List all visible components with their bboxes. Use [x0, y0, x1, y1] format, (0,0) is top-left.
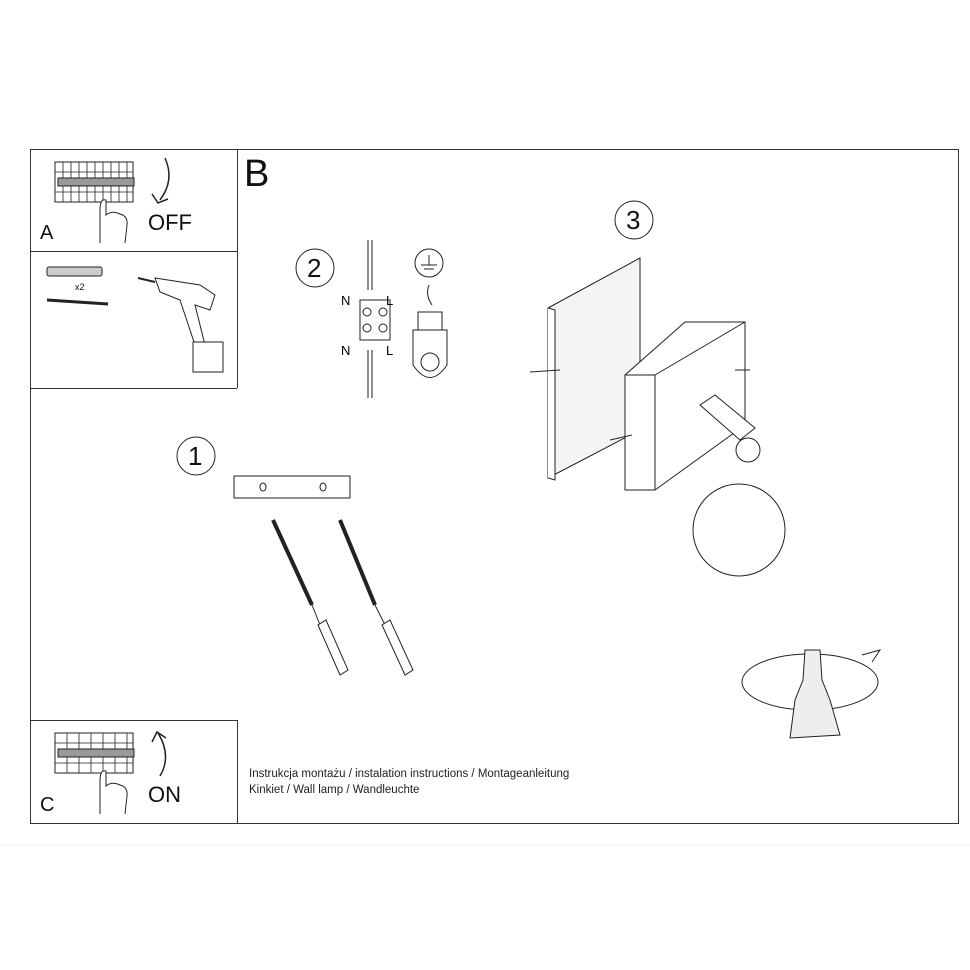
step-3-circle [614, 200, 654, 240]
caption-line-1: Instrukcja montażu / instalation instruc… [249, 768, 570, 780]
step-1-number: 1 [188, 441, 203, 471]
step-3-number: 3 [626, 205, 641, 235]
step-2-circle [295, 248, 335, 288]
caption-line-2: Kinkiet / Wall lamp / Wandleuchte [249, 784, 420, 796]
step-2-number: 2 [307, 253, 322, 283]
breaker-panel-icon [54, 161, 135, 203]
ground-terminal-drawing [412, 248, 448, 378]
step-1-circle [176, 436, 216, 476]
quantity-label: x2 [75, 282, 85, 292]
panel-c-letter: C [40, 794, 55, 816]
wire-label-l-bottom: L [386, 343, 393, 358]
wall-lamp-drawing [529, 257, 786, 577]
wire-label-n-top: N [341, 293, 350, 308]
panel-a-letter: A [40, 222, 54, 244]
wall-plug-icon [46, 266, 109, 306]
panel-b-letter: B [244, 153, 270, 195]
panel-a-action: OFF [148, 210, 192, 235]
wire-label-l-top: L [386, 293, 393, 308]
mounting-plate-drawing [233, 475, 414, 676]
gu10-bulb-drawing [741, 649, 882, 739]
terminal-block-drawing [359, 240, 391, 398]
panel-c-action: ON [148, 782, 181, 807]
wire-label-n-bottom: N [341, 343, 350, 358]
arrow-up-icon [151, 730, 167, 777]
breaker-panel-icon-c [54, 732, 135, 774]
frame [30, 149, 959, 824]
drill-icon [137, 277, 224, 373]
arrow-down-icon [151, 157, 170, 204]
hand-icon-c [99, 770, 128, 815]
hand-icon [99, 199, 128, 244]
